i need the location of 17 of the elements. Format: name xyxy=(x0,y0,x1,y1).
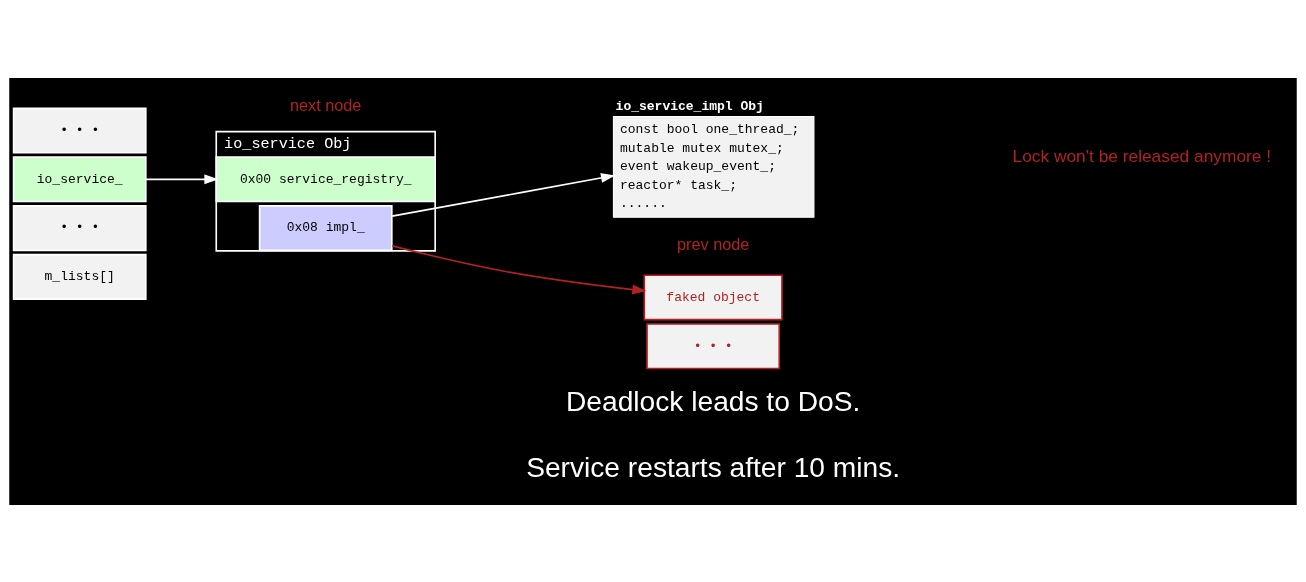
node-label: io_service_impl Obj xyxy=(615,98,764,114)
arrow xyxy=(145,173,219,184)
label: Deadlock leads to DoS. xyxy=(566,384,861,416)
node-label: prev node xyxy=(677,234,750,253)
node-box: 0x00 service_registry_ xyxy=(215,155,436,202)
node-box: faked object xyxy=(643,273,783,320)
arrow xyxy=(391,172,616,217)
node-box: • • • xyxy=(12,204,147,251)
node-label: next node xyxy=(290,95,362,114)
node-box: m_lists[] xyxy=(12,253,147,300)
node-box: 0x08 impl_ xyxy=(258,204,393,251)
node-box: • • • xyxy=(646,322,781,369)
label: Lock won't be released anymore ! xyxy=(1012,145,1272,166)
label: Service restarts after 10 mins. xyxy=(526,450,901,483)
arrow xyxy=(391,244,647,294)
node-box: io_service_ xyxy=(12,155,147,202)
node-box: • • • xyxy=(12,107,147,154)
